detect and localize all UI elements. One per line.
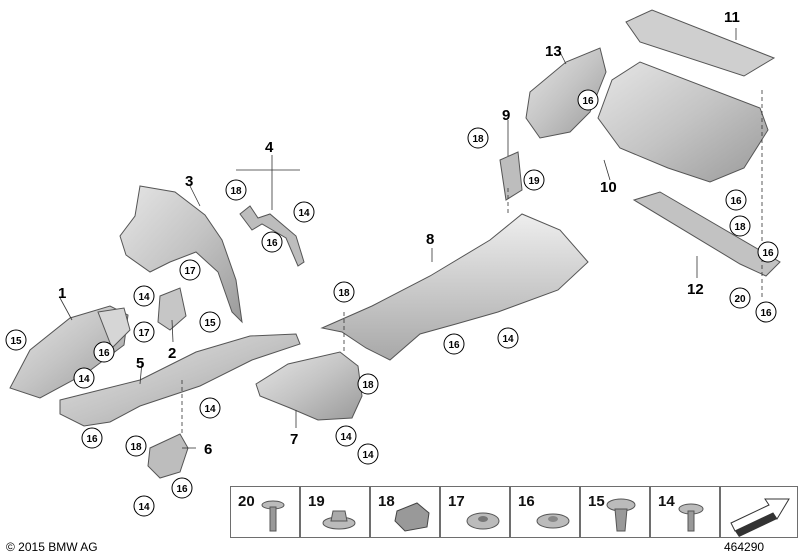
- circle-b16: 16: [86, 434, 98, 445]
- screw-icon: [261, 500, 285, 532]
- leader-lines: [59, 28, 763, 449]
- callout-9: 9: [502, 107, 510, 124]
- circle-f14b: 14: [362, 450, 374, 461]
- circle-f14: 14: [340, 432, 352, 443]
- callout-2: 2: [168, 345, 176, 362]
- callout-4: 4: [265, 139, 274, 156]
- circle-h16b: 16: [762, 248, 774, 259]
- circle-h16c: 16: [760, 308, 772, 319]
- legend-cell-20: 20: [230, 486, 300, 538]
- circle-a16: 16: [98, 348, 110, 359]
- circle-g18: 18: [472, 134, 484, 145]
- diagram-number: 464290: [724, 540, 765, 554]
- part-2-bracket: [157, 287, 187, 331]
- copyright-text: © 2015 BMW AG: [6, 540, 98, 554]
- circle-a14: 14: [78, 374, 90, 385]
- callout-5: 5: [136, 355, 144, 372]
- part-11-plate: [625, 9, 776, 77]
- circle-b18: 18: [130, 442, 142, 453]
- circle-d17b: 17: [138, 328, 150, 339]
- part-1-shield: [9, 305, 129, 399]
- circle-e14: 14: [502, 334, 514, 345]
- expansion-rivet-icon: [606, 498, 636, 532]
- part-8-tunnel: [320, 213, 589, 361]
- callout-8: 8: [426, 231, 434, 248]
- legend-label-15: 15: [588, 493, 605, 510]
- part-10-shield: [597, 61, 769, 183]
- legend-label-16: 16: [518, 493, 535, 510]
- screw-washer-icon: [678, 503, 704, 532]
- callout-10: 10: [600, 179, 617, 196]
- legend-label-18: 18: [378, 493, 395, 510]
- legend-label-20: 20: [238, 493, 255, 510]
- legend-cell-arrow: [720, 486, 798, 538]
- part-6-bracket: [147, 433, 189, 479]
- legend-label-19: 19: [308, 493, 325, 510]
- part-12-shield: [632, 191, 781, 277]
- circle-a15: 15: [10, 336, 22, 347]
- circle-b14: 14: [138, 502, 150, 513]
- legend-cell-14: 14: [650, 486, 720, 538]
- legend-cell-17: 17: [440, 486, 510, 538]
- circle-h16: 16: [730, 196, 742, 207]
- callout-6: 6: [204, 441, 212, 458]
- callout-11: 11: [724, 9, 740, 26]
- callout-3: 3: [185, 173, 193, 190]
- legend-label-14: 14: [658, 493, 675, 510]
- speed-nut-icon: [466, 512, 500, 530]
- legend-cell-15: 15: [580, 486, 650, 538]
- circle-g16: 16: [582, 96, 594, 107]
- legend-label-17: 17: [448, 493, 465, 510]
- legend-cell-18: 18: [370, 486, 440, 538]
- part-5-shield: [59, 333, 301, 427]
- circle-d17: 17: [184, 266, 196, 277]
- circle-h18: 18: [734, 222, 746, 233]
- circle-c16: 16: [266, 238, 278, 249]
- circle-d14: 14: [138, 292, 150, 303]
- callout-13: 13: [545, 43, 562, 60]
- nut-icon: [322, 510, 356, 530]
- callout-12: 12: [687, 281, 704, 298]
- circle-c18: 18: [230, 186, 242, 197]
- legend-cell-19: 19: [300, 486, 370, 538]
- washer-nut-icon: [536, 513, 570, 529]
- callout-1: 1: [58, 285, 66, 302]
- circle-b16b: 16: [176, 484, 188, 495]
- circle-e16b: 16: [448, 340, 460, 351]
- part-13-shield: [525, 47, 607, 139]
- part-7-shield: [255, 351, 363, 421]
- part-9-bracket: [499, 151, 523, 201]
- part-3-shield: [119, 185, 243, 324]
- circle-g19: 19: [528, 176, 540, 187]
- callout-7: 7: [290, 431, 298, 448]
- circle-h20: 20: [734, 294, 746, 305]
- circle-c14: 14: [298, 208, 310, 219]
- clip-nut-icon: [394, 502, 430, 532]
- circle-d14b: 14: [204, 404, 216, 415]
- circle-f18: 18: [338, 288, 350, 299]
- circle-f18b: 18: [362, 380, 374, 391]
- circle-d15: 15: [204, 318, 216, 329]
- part-4-bracket: [239, 205, 305, 267]
- legend-cell-16: 16: [510, 486, 580, 538]
- arrow-icon: [730, 498, 790, 537]
- part-1-plate: [97, 307, 131, 349]
- fastener-legend: 20 19 18 17 16 15: [230, 486, 798, 538]
